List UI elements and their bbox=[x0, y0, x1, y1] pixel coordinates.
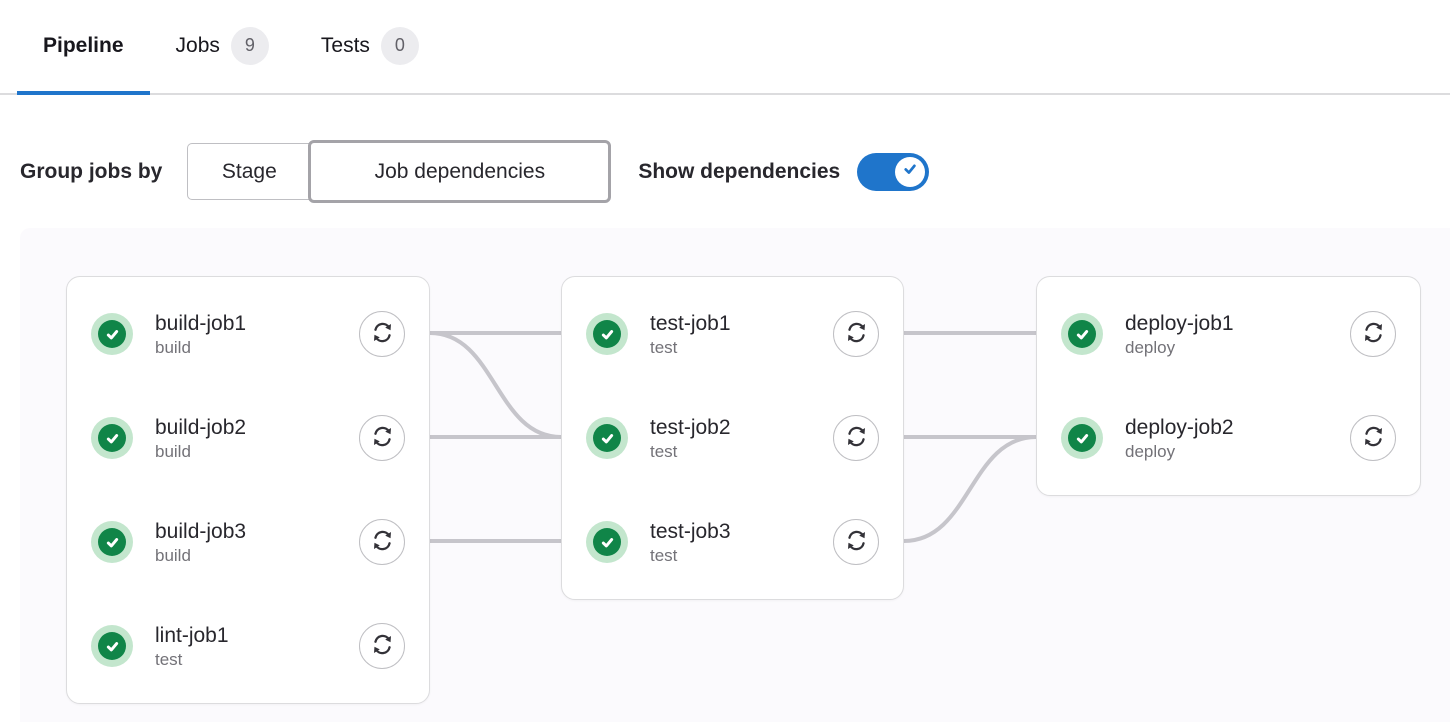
job-row-deploy-job2[interactable]: deploy-job2 deploy bbox=[1061, 410, 1396, 466]
job-row-build-job3[interactable]: build-job3 build bbox=[91, 514, 405, 570]
job-row-test-job3[interactable]: test-job3 test bbox=[586, 514, 879, 570]
retry-icon bbox=[845, 321, 868, 347]
job-row-build-job1[interactable]: build-job1 build bbox=[91, 306, 405, 362]
job-name: deploy-job1 bbox=[1125, 311, 1234, 335]
status-success-ring bbox=[91, 417, 133, 459]
retry-icon bbox=[1362, 425, 1385, 451]
tab-label: Tests bbox=[320, 33, 370, 57]
retry-job-button[interactable] bbox=[1350, 311, 1396, 357]
job-name: build-job2 bbox=[155, 415, 247, 439]
tab-tests[interactable]: Tests 0 bbox=[295, 0, 445, 95]
job-stage-label: deploy bbox=[1125, 441, 1176, 461]
status-success-ring bbox=[586, 313, 628, 355]
retry-icon bbox=[371, 321, 394, 347]
retry-job-button[interactable] bbox=[359, 623, 405, 669]
check-circle-icon bbox=[98, 424, 126, 452]
job-texts: build-job1 build bbox=[155, 310, 246, 359]
group-by-stage-button[interactable]: Stage bbox=[187, 143, 311, 200]
job-row-build-job2[interactable]: build-job2 build bbox=[91, 410, 405, 466]
job-texts: deploy-job2 deploy bbox=[1125, 414, 1234, 463]
job-group-card: deploy-job1 deploy bbox=[1036, 276, 1421, 496]
job-texts: test-job1 test bbox=[650, 310, 731, 359]
job-stage-label: test bbox=[155, 649, 183, 669]
pipeline-tabbar: Pipeline Jobs 9 Tests 0 bbox=[0, 0, 1450, 95]
tab-pipeline[interactable]: Pipeline bbox=[17, 0, 150, 95]
check-circle-icon bbox=[98, 632, 126, 660]
retry-job-button[interactable] bbox=[359, 519, 405, 565]
check-circle-icon bbox=[593, 528, 621, 556]
job-group-card: build-job1 build bbox=[66, 276, 430, 704]
retry-icon bbox=[371, 529, 394, 555]
job-stage-label: test bbox=[650, 545, 678, 565]
tab-jobs[interactable]: Jobs 9 bbox=[150, 0, 295, 95]
pipeline-graph: build-job1 build bbox=[20, 228, 1450, 722]
job-stage-label: test bbox=[650, 441, 678, 461]
job-stage-label: build bbox=[155, 337, 191, 357]
status-success-ring bbox=[1061, 313, 1103, 355]
job-texts: deploy-job1 deploy bbox=[1125, 310, 1234, 359]
job-texts: build-job2 build bbox=[155, 414, 246, 463]
job-name: test-job3 bbox=[650, 519, 731, 543]
job-name: test-job1 bbox=[650, 311, 731, 335]
job-stage-label: build bbox=[155, 441, 191, 461]
tab-label: Pipeline bbox=[43, 33, 124, 57]
retry-icon bbox=[845, 425, 868, 451]
tab-label: Jobs bbox=[175, 33, 220, 57]
status-success-ring bbox=[586, 417, 628, 459]
retry-job-button[interactable] bbox=[1350, 415, 1396, 461]
retry-job-button[interactable] bbox=[833, 415, 879, 461]
toggle-knob bbox=[895, 156, 926, 187]
retry-icon bbox=[1362, 321, 1385, 347]
status-success-ring bbox=[91, 313, 133, 355]
check-circle-icon bbox=[98, 528, 126, 556]
check-circle-icon bbox=[98, 320, 126, 348]
check-circle-icon bbox=[593, 424, 621, 452]
check-circle-icon bbox=[1068, 320, 1096, 348]
status-success-ring bbox=[1061, 417, 1103, 459]
retry-job-button[interactable] bbox=[359, 415, 405, 461]
job-row-test-job2[interactable]: test-job2 test bbox=[586, 410, 879, 466]
job-texts: test-job3 test bbox=[650, 518, 731, 567]
link-build-job1-to-test-job2 bbox=[429, 331, 562, 439]
job-stage-label: deploy bbox=[1125, 337, 1176, 357]
check-icon bbox=[901, 160, 919, 183]
retry-job-button[interactable] bbox=[833, 519, 879, 565]
group-by-segmented-control: Stage Job dependencies bbox=[187, 140, 612, 203]
retry-icon bbox=[845, 529, 868, 555]
job-row-lint-job1[interactable]: lint-job1 test bbox=[91, 618, 405, 674]
retry-job-button[interactable] bbox=[833, 311, 879, 357]
retry-icon bbox=[371, 425, 394, 451]
group-jobs-by-label: Group jobs by bbox=[20, 159, 163, 183]
link-test-job3-to-deploy-job2 bbox=[903, 435, 1037, 543]
job-texts: build-job3 build bbox=[155, 518, 246, 567]
tab-badge: 9 bbox=[230, 26, 269, 65]
show-dependencies-label: Show dependencies bbox=[638, 159, 841, 183]
job-name: lint-job1 bbox=[155, 623, 229, 647]
retry-icon bbox=[371, 633, 394, 659]
job-name: deploy-job2 bbox=[1125, 415, 1234, 439]
job-name: build-job1 bbox=[155, 311, 247, 335]
status-success-ring bbox=[586, 521, 628, 563]
graph-controls: Group jobs by Stage Job dependencies Sho… bbox=[20, 140, 1430, 203]
job-texts: test-job2 test bbox=[650, 414, 731, 463]
check-circle-icon bbox=[593, 320, 621, 348]
job-row-deploy-job1[interactable]: deploy-job1 deploy bbox=[1061, 306, 1396, 362]
tab-badge: 0 bbox=[380, 26, 419, 65]
job-name: test-job2 bbox=[650, 415, 731, 439]
job-stage-label: test bbox=[650, 337, 678, 357]
group-by-job-dependencies-button[interactable]: Job dependencies bbox=[308, 140, 612, 203]
job-texts: lint-job1 test bbox=[155, 622, 229, 671]
job-name: build-job3 bbox=[155, 519, 247, 543]
show-dependencies-toggle[interactable] bbox=[857, 152, 930, 191]
job-group-card: test-job1 test bbox=[561, 276, 904, 600]
job-row-test-job1[interactable]: test-job1 test bbox=[586, 306, 879, 362]
retry-job-button[interactable] bbox=[359, 311, 405, 357]
status-success-ring bbox=[91, 625, 133, 667]
status-success-ring bbox=[91, 521, 133, 563]
check-circle-icon bbox=[1068, 424, 1096, 452]
job-stage-label: build bbox=[155, 545, 191, 565]
